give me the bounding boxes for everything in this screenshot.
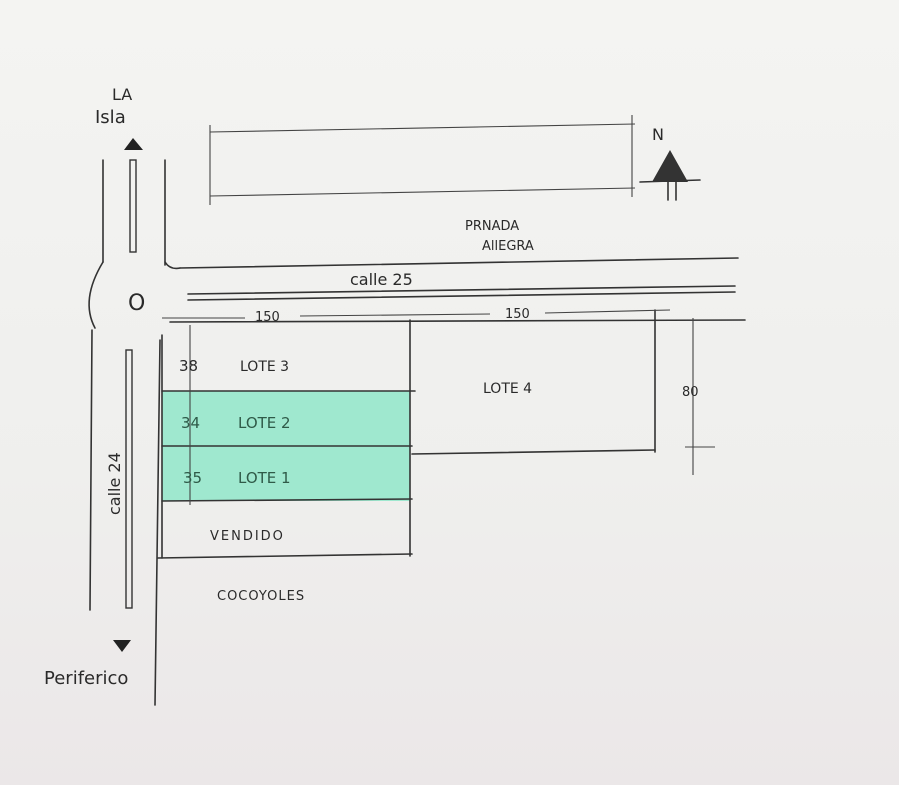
lot-lote-3: 38 LOTE 3 [179,357,289,375]
private-street-line1: PRNADA [465,219,519,234]
road-calle-25: calle 25 PRNADA AllEGRA [169,219,746,323]
lot-size: 34 [181,414,200,432]
lot-name: LOTE 3 [240,359,289,375]
lot-size: 38 [179,357,198,375]
arrow-up-icon [124,138,143,150]
lot-name: LOTE 4 [483,381,532,397]
top-rectangle [209,115,636,205]
street-calle-25-label: calle 25 [350,270,413,289]
south-place-label: Periferico [44,668,128,689]
lot-name: LOTE 1 [238,469,291,487]
roundabout-icon: O [128,291,145,316]
north-place-line2: Isla [95,107,126,128]
sold-label: VENDIDO [210,529,285,544]
dimension-width-right: 150 [505,307,530,322]
dimension-lote4-depth: 80 [682,385,699,400]
lot-size: 35 [183,469,202,487]
neighbor-label: COCOYOLES [217,589,305,604]
arrow-down-icon [113,640,131,652]
north-arrow-icon: N [639,125,701,201]
lot-lote-4: LOTE 4 [483,381,532,397]
north-place-line1: LA [112,85,132,104]
road-calle-24: O calle 24 [88,159,181,706]
private-street-line2: AllEGRA [482,239,534,254]
street-calle-24-label: calle 24 [105,452,124,515]
lot-boundaries [157,309,715,559]
north-label: N [652,125,664,144]
lot-lote-2: 34 LOTE 2 [181,414,291,432]
dimension-width-left: 150 [255,310,280,325]
lot-name: LOTE 2 [238,414,291,432]
lot-lote-1: 35 LOTE 1 [183,469,291,487]
